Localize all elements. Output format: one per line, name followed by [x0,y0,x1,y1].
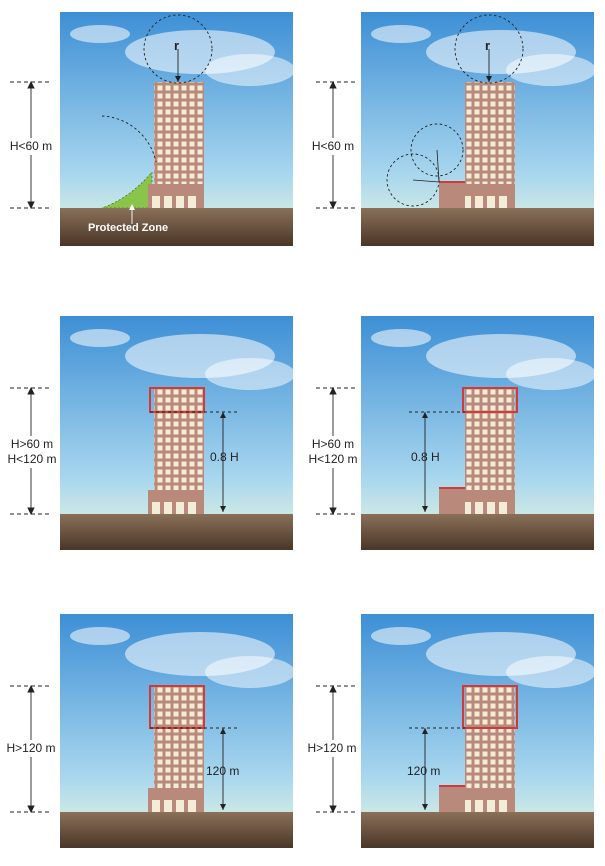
rolling-sphere [143,14,213,84]
panel-5-drawing [60,614,293,848]
top-zone-highlight [462,387,518,413]
cloud [70,25,130,43]
panel-2-drawing [361,12,594,246]
radius-label: r [174,38,180,53]
ground [361,208,594,246]
low-annex [439,786,465,812]
radius-label: r [485,38,491,53]
height-label-3: H>60 m H<120 m [4,436,60,468]
ground [361,514,594,550]
diagram-panel-3: 0.8 H [60,316,293,550]
height-label-1: H<60 m [6,138,56,155]
panel-4-drawing [361,316,594,550]
panel-6-drawing [361,614,594,848]
cloud [205,54,293,86]
protected-zone-label: Protected Zone [88,222,169,234]
ground [60,208,293,246]
height-label-4: H>60 m H<120 m [305,436,361,468]
panel-1-drawing [60,12,293,246]
height-label-5: H>120 m [4,740,58,757]
ground [361,812,594,848]
low-annex [439,182,465,208]
diagram-panel-6: 120 m [361,614,594,848]
dimension-label: 0.8 H [210,450,239,464]
diagram-panel-2: r [361,12,594,246]
rolling-sphere [454,14,524,84]
diagram-panel-4: 0.8 H [361,316,594,550]
panel-3-drawing [60,316,293,550]
height-label-6: H>120 m [305,740,359,757]
top-zone-highlight [462,685,518,729]
height-label-2: H<60 m [308,138,358,155]
dimension-label: 0.8 H [411,450,440,464]
protected-zone-area [102,172,152,208]
ground [60,514,293,550]
dimension-label: 120 m [206,764,240,778]
diagram-panel-5: 120 m [60,614,293,848]
dimension-label: 120 m [407,764,441,778]
low-annex [439,488,465,514]
ground [60,812,293,848]
diagram-panel-1: r Protected Zone [60,12,293,246]
rolling-sphere-arc [101,115,157,163]
